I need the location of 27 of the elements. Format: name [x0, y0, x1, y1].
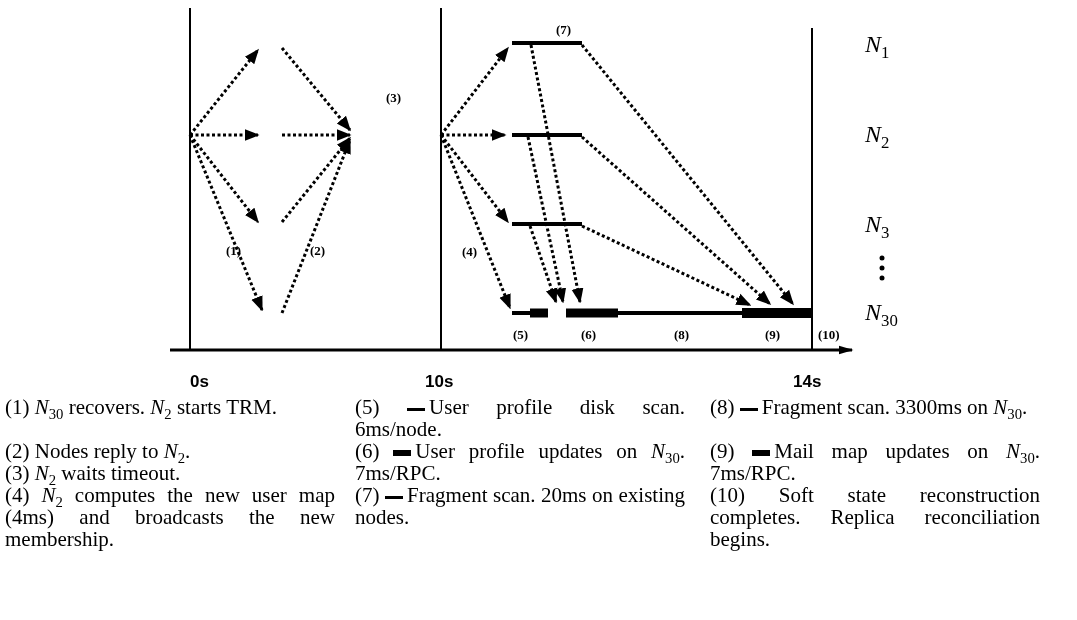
- node-name: N$_{3}$: [865, 210, 890, 238]
- callout-number: (9): [765, 327, 781, 343]
- time-label: 14s: [793, 372, 822, 392]
- note-text: (10) Soft state reconstruction completes. Replica reconciliation begins.: [710, 484, 1040, 550]
- node-name: N$_{30}$: [865, 298, 898, 326]
- note-text: (8) Fragment scan. 3300ms on N$_{30}$.: [710, 396, 1029, 418]
- node-name: N$_{2}$: [865, 120, 890, 148]
- time-label: 10s: [425, 372, 454, 392]
- note-text: (9) Mail map updates on N$_{30}$. 7ms/RPC.: [710, 440, 1040, 484]
- callout-number: (1): [226, 243, 242, 259]
- note-text: (3) N$_{2}$ waits timeout.: [5, 462, 181, 484]
- note-text: (2) Nodes reply to N$_{2}$.: [5, 440, 192, 462]
- note-text: (6) User profile updates on N$_{30}$. 7ms/RPC.: [355, 440, 685, 484]
- callout-number: (6): [581, 327, 597, 343]
- callout-number: (4): [462, 244, 478, 260]
- note-text: (7) Fragment scan. 20ms on existing nodes.: [355, 484, 685, 528]
- note-text: (1) N$_{30}$ recovers. N$_{2}$ starts TRM.: [5, 396, 278, 418]
- note-text: (5) User profile disk scan. 6ms/node.: [355, 396, 685, 440]
- callout-number: (5): [513, 327, 529, 343]
- callout-number: (7): [556, 22, 572, 38]
- callout-number: (3): [386, 90, 402, 106]
- callout-number: (10): [818, 327, 840, 343]
- note-text: (4) N$_{2}$ computes the new user map (4ms) and broadcasts the new membership.: [5, 484, 335, 550]
- node-name: N$_{1}$: [865, 30, 890, 58]
- callout-number: (2): [310, 243, 326, 259]
- time-label: 0s: [190, 372, 209, 392]
- callout-number: (8): [674, 327, 690, 343]
